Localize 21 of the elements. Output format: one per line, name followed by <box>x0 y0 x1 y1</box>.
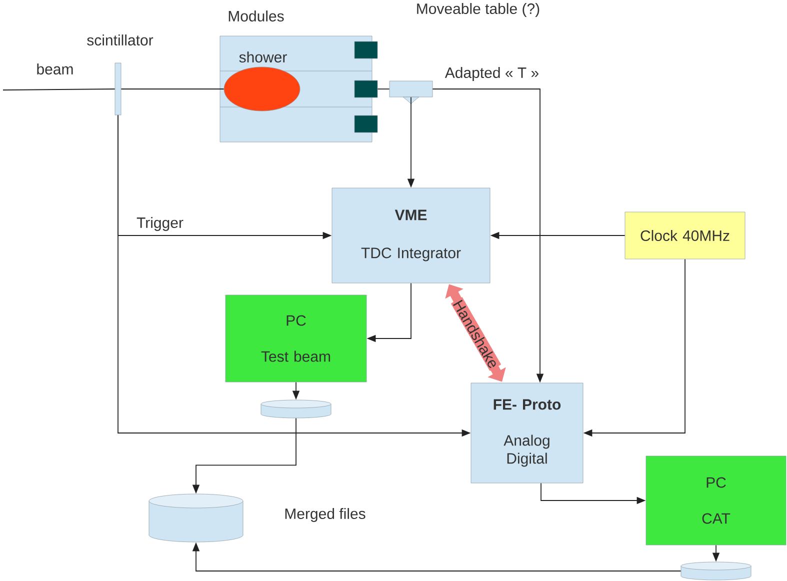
process-box: FE- Proto Analog Digital <box>470 382 584 484</box>
connector-block <box>354 115 378 133</box>
node-heading: shower <box>239 52 287 62</box>
edge-label: Trigger <box>136 216 184 232</box>
connector-block <box>354 41 378 59</box>
connector-block <box>354 80 378 98</box>
connector-line <box>2 88 116 90</box>
text-label: Moveable table (?) <box>417 3 540 17</box>
node-heading: scintillator <box>87 34 154 46</box>
connector-line <box>120 88 224 90</box>
disk-cylinder <box>260 400 332 418</box>
computer-box: PC Test beam <box>225 294 367 382</box>
text-label: beam <box>37 64 73 74</box>
node-caption: Adapted « T » <box>444 67 538 81</box>
disk-cylinder <box>680 562 752 580</box>
node-caption: Merged files <box>285 508 366 522</box>
clock-box: Clock 40MHz <box>624 212 746 260</box>
computer-box: PC CAT <box>646 456 786 546</box>
node-heading: Modules <box>228 10 284 22</box>
connector-line <box>377 88 390 90</box>
process-box: VME TDC Integrator <box>332 188 490 284</box>
